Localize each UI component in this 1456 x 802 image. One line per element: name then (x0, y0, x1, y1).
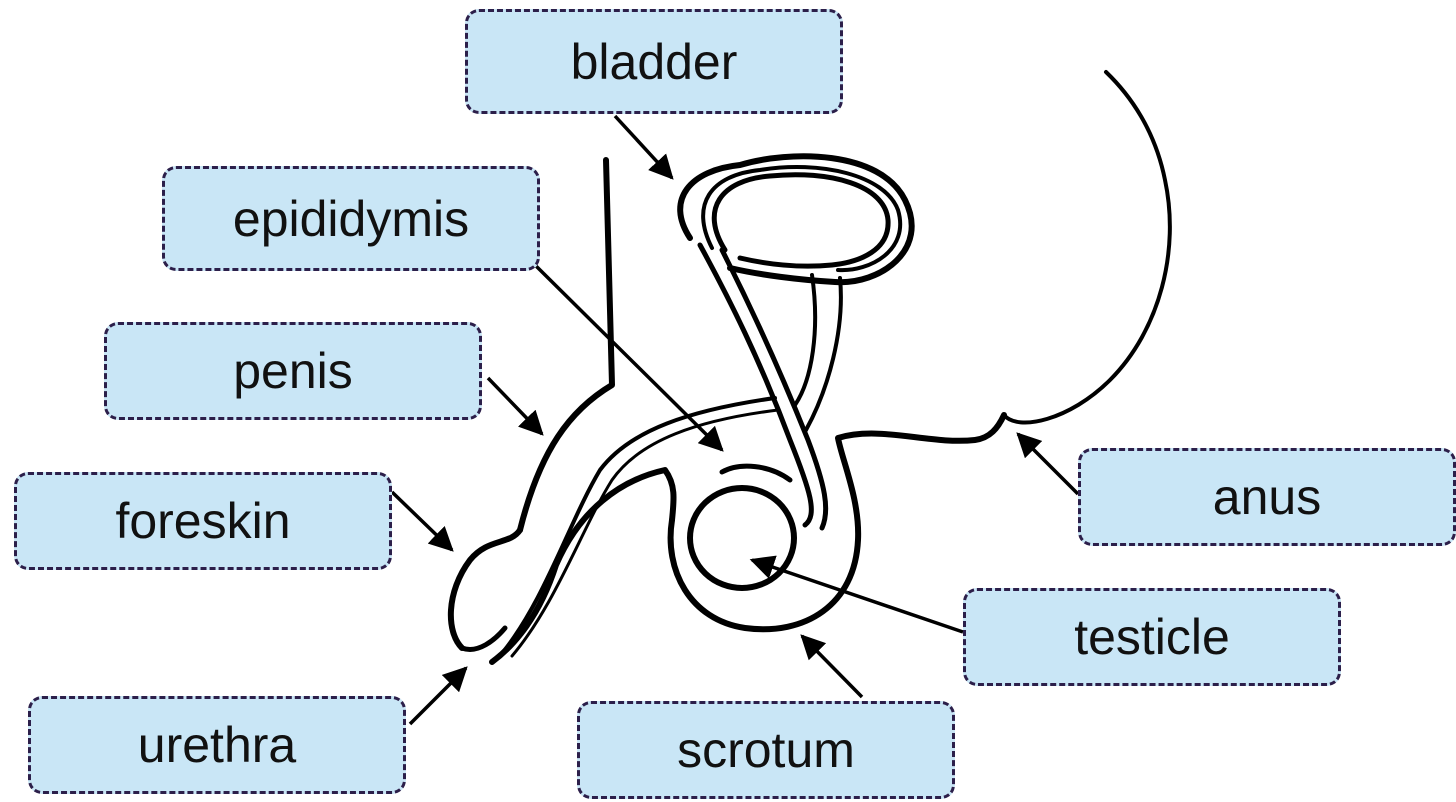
back-outline (1004, 72, 1170, 422)
label-anus-text: anus (1213, 472, 1321, 522)
label-bladder: bladder (465, 9, 843, 114)
penis-outline (451, 530, 520, 648)
label-scrotum: scrotum (577, 701, 955, 799)
label-penis-text: penis (233, 346, 353, 396)
vas-deferens-left (700, 245, 811, 525)
testicle-shape (690, 488, 794, 588)
penis-arrow (488, 378, 542, 434)
urethra-arrow (410, 668, 466, 724)
label-urethra: urethra (28, 696, 406, 794)
scrotum-arrow (802, 636, 862, 697)
epididymis-arrow (534, 264, 722, 450)
label-scrotum-text: scrotum (677, 725, 855, 775)
label-foreskin: foreskin (14, 472, 392, 570)
label-epididymis: epididymis (162, 166, 540, 271)
seminal-tube (795, 275, 815, 405)
label-epididymis-text: epididymis (233, 194, 469, 244)
testicle-arrow (752, 560, 963, 632)
label-testicle: testicle (963, 588, 1341, 686)
label-foreskin-text: foreskin (115, 496, 290, 546)
label-penis: penis (104, 322, 482, 420)
epididymis-shape (722, 466, 790, 480)
glans-outline (462, 628, 505, 649)
foreskin-arrow (392, 492, 452, 550)
bladder-arrow (615, 116, 672, 178)
anus-arrow (1018, 434, 1078, 494)
bladder-inner (714, 175, 888, 266)
urethra-channel (503, 398, 775, 652)
label-urethra-text: urethra (138, 720, 296, 770)
label-anus: anus (1078, 448, 1456, 546)
label-testicle-text: testicle (1074, 612, 1230, 662)
label-bladder-text: bladder (571, 37, 738, 87)
